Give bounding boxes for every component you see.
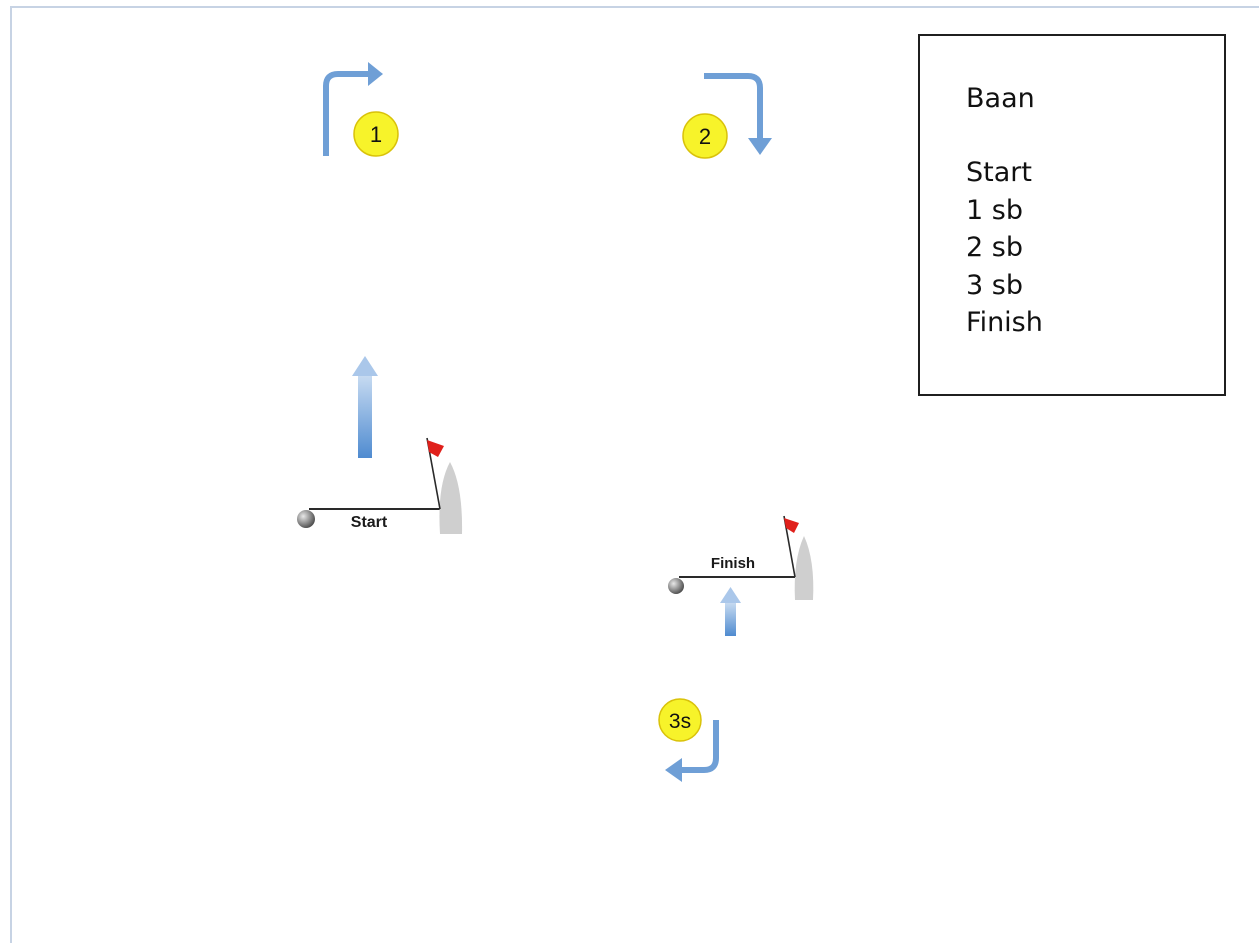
finish-line: Finish bbox=[668, 515, 814, 600]
start-flag-icon bbox=[427, 440, 444, 457]
legend-item: 3 sb bbox=[966, 269, 1023, 301]
legend-item: Start bbox=[966, 157, 1032, 188]
start-pin-buoy bbox=[297, 510, 315, 528]
start-committee-boat bbox=[439, 462, 463, 534]
legend-items: Start 1 sb 2 sb 3 sb Finish bbox=[966, 154, 1043, 342]
legend-item: 1 sb bbox=[966, 194, 1023, 226]
mark-1: 1 bbox=[353, 111, 399, 157]
finish-flag-icon bbox=[784, 518, 799, 533]
legend-title: Baan bbox=[966, 83, 1035, 114]
mark-3s-label: 3s bbox=[669, 710, 691, 733]
start-line: Start bbox=[297, 437, 463, 534]
mark-1-rounding-arrow bbox=[323, 62, 383, 156]
mark-2-label: 2 bbox=[699, 124, 711, 149]
finish-line-label: Finish bbox=[711, 555, 755, 572]
start-direction-arrow bbox=[352, 356, 378, 458]
mark-3s: 3s bbox=[658, 698, 702, 742]
mark-3s-rounding-arrow bbox=[665, 720, 719, 782]
legend-item: 2 sb bbox=[966, 232, 1023, 263]
start-line-label: Start bbox=[351, 514, 388, 531]
canvas-top-border bbox=[10, 6, 1259, 8]
finish-direction-arrow bbox=[720, 587, 741, 636]
mark-1-label: 1 bbox=[370, 122, 382, 147]
canvas-left-border bbox=[10, 6, 12, 943]
finish-committee-boat bbox=[794, 536, 814, 600]
mark-2: 2 bbox=[682, 113, 728, 159]
legend-item: Finish bbox=[966, 307, 1043, 338]
course-legend: Baan Start 1 sb 2 sb 3 sb Finish bbox=[918, 34, 1226, 396]
mark-2-rounding-arrow bbox=[704, 73, 772, 155]
finish-pin-buoy bbox=[668, 578, 684, 594]
